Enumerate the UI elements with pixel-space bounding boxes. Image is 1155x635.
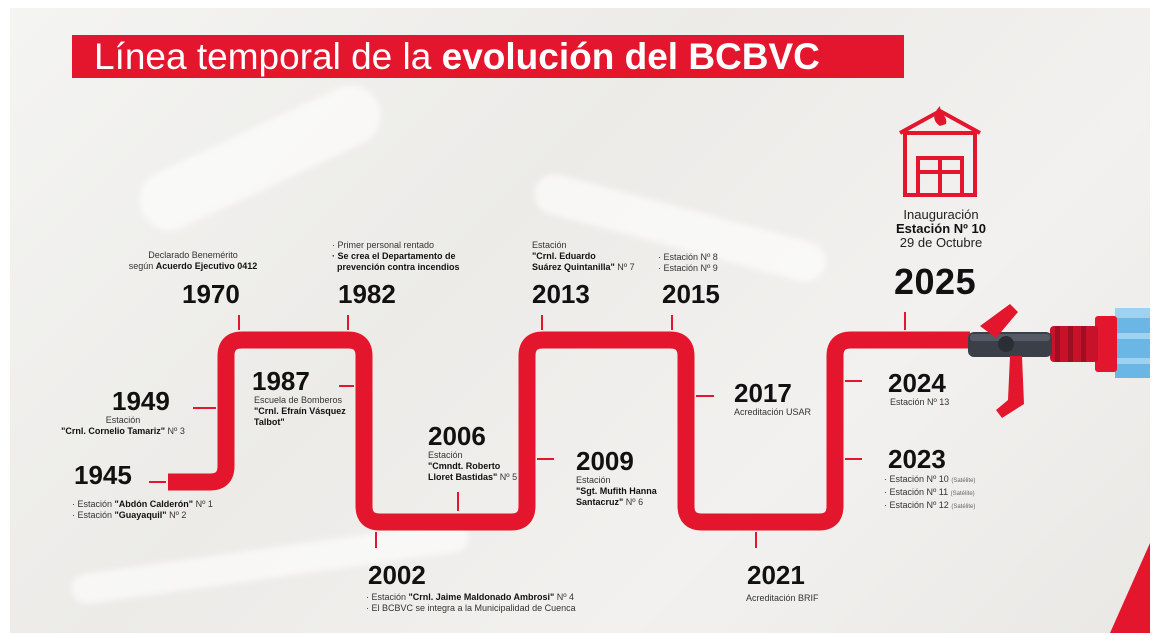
event-2025-text: Inauguración Estación Nº 10 29 de Octubr… (876, 208, 1006, 250)
event-2015-line1: · Estación Nº 8 (658, 252, 718, 262)
fire-station-icon (899, 106, 981, 197)
event-2023-text: · Estación Nº 10 (Satélite) · Estación N… (884, 474, 975, 513)
event-1949-line2: "Crnl. Cornelio Tamariz" Nº 3 (61, 426, 185, 436)
year-2013: 2013 (532, 279, 590, 309)
event-1987-line3: Talbot" (254, 417, 285, 427)
event-2006-line2: "Cmndt. Roberto (428, 461, 501, 471)
event-2023-line3: · Estación Nº 12 (Satélite) (884, 500, 976, 510)
event-1970-line1: Declarado Benemérito (148, 250, 238, 260)
year-2002: 2002 (368, 560, 426, 590)
event-2002-text: · Estación "Crnl. Jaime Maldonado Ambros… (366, 592, 576, 614)
event-1982-line3: prevención contra incendios (337, 262, 460, 272)
event-2021-text: Acreditación BRIF (746, 593, 819, 603)
event-2023-line2: · Estación Nº 11 (Satélite) (884, 487, 975, 497)
event-1945-text: · Estación "Abdón Calderón" Nº 1 · Estac… (72, 499, 213, 521)
event-2006-text: Estación "Cmndt. Roberto Lloret Bastidas… (428, 450, 517, 483)
event-1982-line2: · Se crea el Departamento de (332, 251, 456, 261)
event-1987-line2: "Crnl. Efraín Vásquez (254, 406, 346, 416)
event-1982-text: · Primer personal rentado · Se crea el D… (332, 240, 460, 273)
year-2015: 2015 (662, 279, 720, 309)
year-2009: 2009 (576, 446, 634, 476)
year-2024: 2024 (888, 368, 946, 398)
year-2023: 2023 (888, 444, 946, 474)
event-2002-line1: · Estación "Crnl. Jaime Maldonado Ambros… (366, 592, 575, 602)
event-2009-line2: "Sgt. Mufith Hanna (576, 486, 657, 496)
event-1982-line1: · Primer personal rentado (332, 240, 435, 250)
event-2023-line1: · Estación Nº 10 (Satélite) (884, 474, 976, 484)
page-title: Línea temporal de la evolución del BCBVC (72, 35, 904, 78)
event-2006-line3: Lloret Bastidas" Nº 5 (428, 472, 518, 482)
event-2009-text: Estación "Sgt. Mufith Hanna Santacruz" N… (576, 475, 657, 508)
event-2013-line3: Suárez Quintanilla" Nº 7 (532, 262, 635, 272)
event-1949-text: Estación "Crnl. Cornelio Tamariz" Nº 3 (58, 415, 188, 437)
event-2013-text: Estación "Crnl. Eduardo Suárez Quintanil… (532, 240, 635, 273)
pipe-path (168, 331, 970, 531)
title-light: Línea temporal de la (94, 36, 442, 77)
event-2017-text: Acreditación USAR (734, 407, 812, 417)
year-1970: 1970 (182, 279, 240, 309)
event-2015-text: · Estación Nº 8 · Estación Nº 9 (658, 252, 718, 274)
event-2024-text: Estación Nº 13 (890, 397, 950, 407)
year-2021: 2021 (747, 560, 805, 590)
event-1970-text: Declarado Benemérito según Acuerdo Ejecu… (128, 250, 258, 272)
event-2009-line3: Santacruz" Nº 6 (576, 497, 644, 507)
corner-accent (1110, 543, 1150, 633)
event-1987-text: Escuela de Bomberos "Crnl. Efraín Vásque… (254, 395, 346, 428)
year-2006: 2006 (428, 421, 486, 451)
title-bold: evolución del BCBVC (441, 36, 820, 77)
year-1982: 1982 (338, 279, 396, 309)
year-2017: 2017 (734, 378, 792, 408)
year-1945: 1945 (74, 460, 132, 490)
year-2025: 2025 (894, 261, 977, 302)
timeline-pipe (149, 106, 1150, 548)
event-1970-line2: según Acuerdo Ejecutivo 0412 (128, 261, 258, 271)
infographic-canvas: Línea temporal de la evolución del BCBVC (10, 8, 1150, 633)
event-2006-line1: Estación (428, 450, 463, 460)
event-1945-line2: · Estación "Guayaquil" Nº 2 (72, 510, 187, 520)
event-1987-line1: Escuela de Bomberos (254, 395, 343, 405)
event-2002-line2: · El BCBVC se integra a la Municipalidad… (366, 603, 576, 613)
year-1987: 1987 (252, 366, 310, 396)
event-2013-line1: Estación (532, 240, 567, 250)
pipe-ticks (149, 312, 906, 548)
event-2025-line2: Estación Nº 10 (895, 221, 986, 236)
event-2009-line1: Estación (576, 475, 611, 485)
event-2013-line2: "Crnl. Eduardo (532, 251, 596, 261)
event-1949-line1: Estación (105, 415, 141, 425)
year-1949: 1949 (112, 386, 170, 416)
event-1945-line1: · Estación "Abdón Calderón" Nº 1 (72, 499, 213, 509)
event-2025-line3: 29 de Octubre (899, 235, 983, 250)
event-2015-line2: · Estación Nº 9 (658, 263, 718, 273)
hose-nozzle-icon (968, 304, 1150, 418)
event-2025-line1: Inauguración (903, 207, 979, 222)
